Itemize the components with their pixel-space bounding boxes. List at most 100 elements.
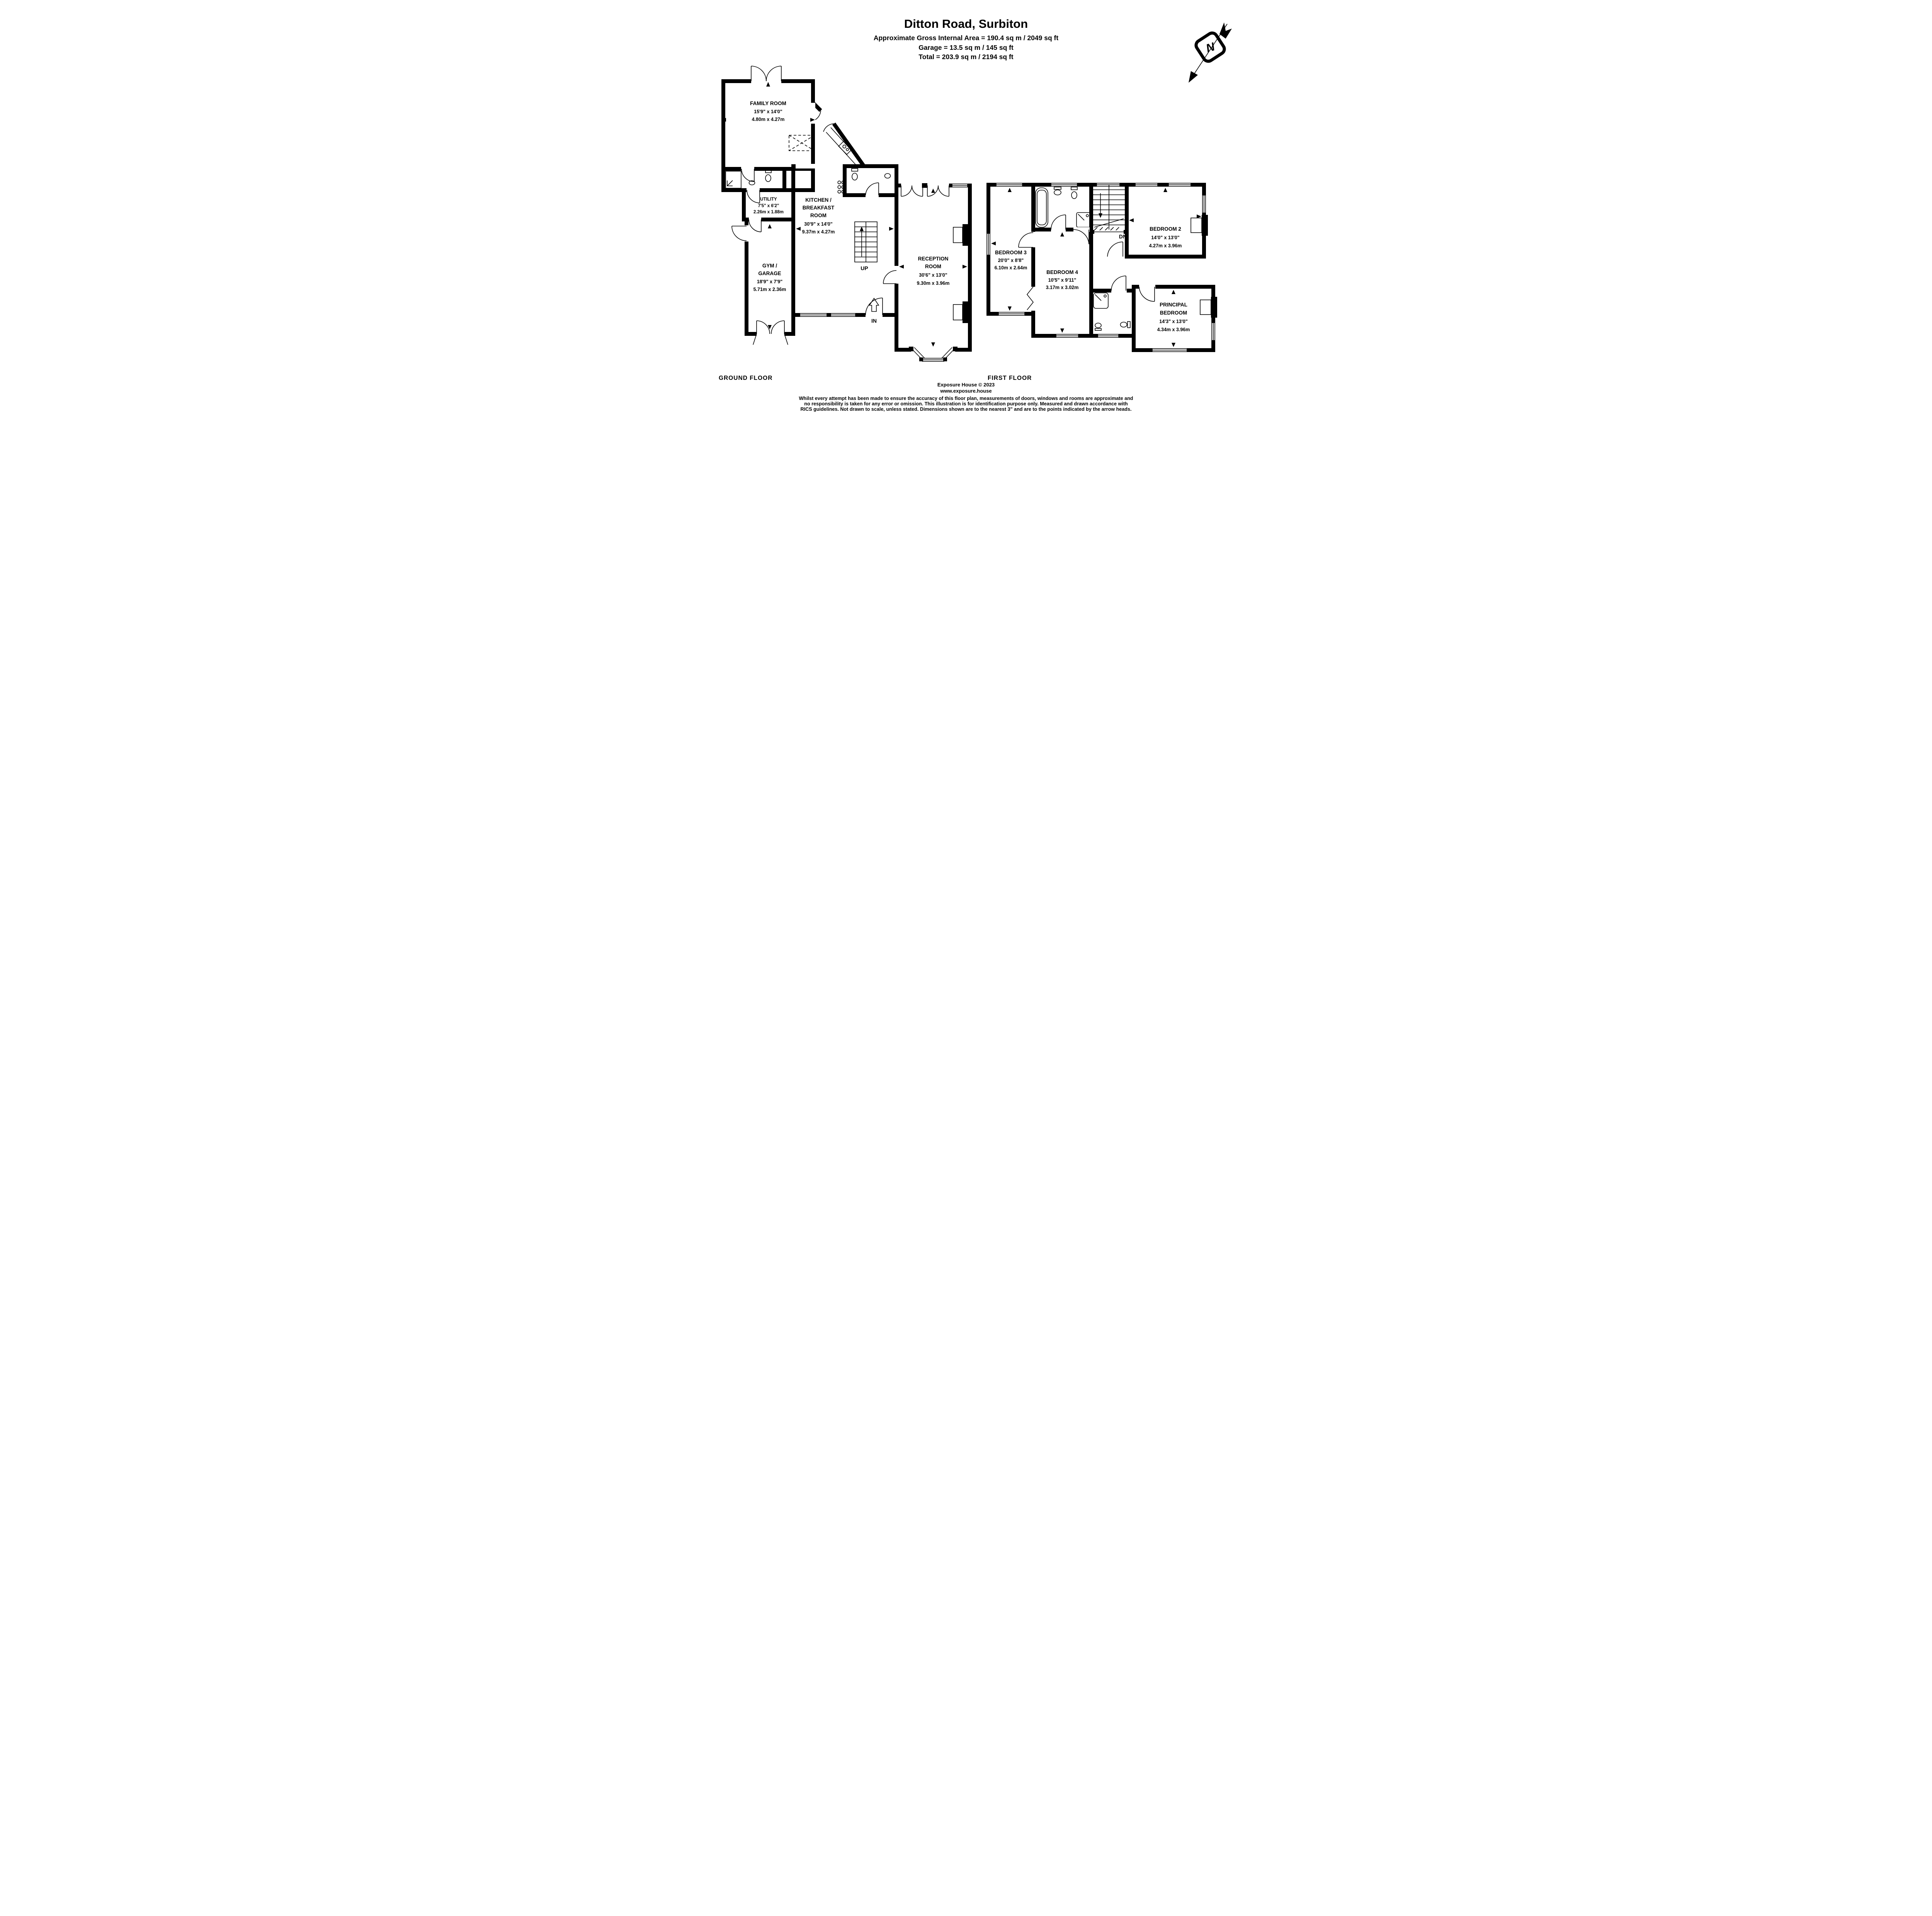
- fireplace-recess: [953, 304, 963, 320]
- principal-door-opening: [1139, 284, 1155, 289]
- bedroom4-door-arc: [1073, 229, 1089, 245]
- french-door-right: [766, 66, 782, 82]
- shower-tray-icon: [1093, 293, 1109, 309]
- staircase-up: [854, 221, 878, 262]
- reception-french-doors-left: [901, 185, 923, 197]
- shower-tray-icon: [1076, 212, 1091, 228]
- dimension-arrow: [1197, 214, 1201, 218]
- disclaimer-line: RICS guidelines. Not drawn to scale, unl…: [801, 407, 1132, 412]
- svg-text:ROOM: ROOM: [925, 264, 941, 269]
- toilet-icon: [1120, 321, 1131, 328]
- svg-text:14'0" x 13'0": 14'0" x 13'0": [1151, 235, 1179, 240]
- window-icon: [1096, 183, 1120, 187]
- utility-label: UTILITY 7'5" x 6'2" 2.26m x 1.88m: [753, 197, 784, 214]
- svg-text:BEDROOM 2: BEDROOM 2: [1150, 226, 1181, 232]
- svg-text:10'5" x 9'11": 10'5" x 9'11": [1048, 277, 1077, 283]
- basin-icon: [1095, 323, 1102, 331]
- basin-icon: [884, 173, 891, 179]
- svg-text:RECEPTION: RECEPTION: [918, 256, 949, 262]
- total-area-line: Total = 203.9 sq m / 2194 sq ft: [918, 53, 1013, 61]
- disclaimer-line: Whilst every attempt has been made to en…: [799, 396, 1133, 401]
- bedroom4-label: BEDROOM 4 10'5" x 9'11" 3.17m x 3.02m: [1046, 269, 1079, 290]
- gym-top-door-arc: [748, 219, 762, 232]
- dimension-arrow: [721, 118, 726, 122]
- shower-room-door-arc: [741, 168, 755, 182]
- svg-text:GARAGE: GARAGE: [758, 271, 781, 276]
- dimension-arrow: [931, 189, 935, 193]
- bedroom2-door-opening: [1107, 254, 1124, 259]
- svg-text:20'0" x 8'8": 20'0" x 8'8": [998, 258, 1024, 263]
- dimension-arrow: [796, 227, 801, 231]
- svg-text:BREAKFAST: BREAKFAST: [803, 205, 835, 211]
- window-icon: [1056, 334, 1079, 338]
- french-door-left: [751, 66, 767, 82]
- cloakroom-door-opening: [866, 193, 879, 197]
- utility-door-opening: [747, 188, 760, 192]
- basin-icon: [1054, 187, 1061, 196]
- svg-text:9.37m x 4.27m: 9.37m x 4.27m: [802, 229, 835, 235]
- svg-text:UTILITY: UTILITY: [760, 197, 777, 202]
- dimension-arrow: [1060, 232, 1064, 237]
- gym-door-leaves: [753, 334, 788, 345]
- dimension-arrow: [899, 265, 904, 269]
- dimension-arrow: [1008, 188, 1012, 192]
- gym-garage-walls: [745, 218, 795, 336]
- svg-text:5.71m x 2.36m: 5.71m x 2.36m: [753, 287, 786, 292]
- principal-bedroom-label: PRINCIPAL BEDROOM 14'3" x 13'0" 4.34m x …: [1157, 302, 1190, 332]
- window-icon: [1097, 334, 1119, 338]
- disclaimer-line: no responsibility is taken for any error…: [804, 401, 1128, 407]
- dimension-arrow: [768, 224, 772, 228]
- svg-text:KITCHEN /: KITCHEN /: [805, 197, 832, 203]
- svg-text:7'5" x 6'2": 7'5" x 6'2": [758, 204, 779, 208]
- toilet-icon: [765, 170, 772, 182]
- chimney-breast: [963, 301, 970, 323]
- chimney-breast: [1211, 297, 1217, 318]
- compass-arrowhead: [1189, 71, 1198, 83]
- kitchen-open-plan-patch: [796, 164, 843, 168]
- first-floor-title: FIRST FLOOR: [988, 375, 1032, 381]
- family-room-walls: [721, 79, 815, 192]
- svg-text:2.26m x 1.88m: 2.26m x 1.88m: [753, 210, 784, 214]
- window-icon: [1051, 183, 1078, 187]
- svg-text:BEDROOM: BEDROOM: [1160, 310, 1187, 316]
- ground-floor-title: GROUND FLOOR: [719, 375, 772, 381]
- svg-text:9.30m x 3.96m: 9.30m x 3.96m: [917, 281, 950, 286]
- svg-text:30'9" x 14'0": 30'9" x 14'0": [804, 221, 832, 227]
- entrance-door-opening: [866, 313, 883, 317]
- svg-text:4.80m x 4.27m: 4.80m x 4.27m: [752, 117, 785, 122]
- window-icon: [830, 313, 856, 317]
- header: Ditton Road, Surbiton Approximate Gross …: [874, 17, 1059, 61]
- gym-side-door-arc: [731, 226, 747, 241]
- angled-opening-patch: [811, 103, 815, 124]
- svg-text:BEDROOM 3: BEDROOM 3: [995, 250, 1027, 255]
- bedroom3-door-opening: [1031, 232, 1036, 247]
- stair-direction-arrow: [860, 226, 864, 231]
- svg-text:14'3" x 13'0": 14'3" x 13'0": [1159, 319, 1187, 324]
- website-text: www.exposure.house: [940, 388, 992, 394]
- dimension-arrow: [1008, 306, 1012, 311]
- dimension-arrow: [931, 342, 935, 347]
- garden-door-arc-right: [823, 123, 834, 132]
- svg-text:PRINCIPAL: PRINCIPAL: [1160, 302, 1187, 308]
- reception-door-opening: [894, 266, 899, 284]
- company-credit: Exposure House © 2023: [937, 382, 995, 388]
- footer: Exposure House © 2023 www.exposure.house…: [799, 382, 1133, 412]
- window-icon: [1152, 348, 1187, 352]
- bedroom3-label: BEDROOM 3 20'0" x 8'8" 6.10m x 2.64m: [995, 250, 1027, 271]
- cloakroom-door-arc: [865, 182, 879, 196]
- window-icon: [986, 233, 990, 255]
- dimension-arrow: [963, 265, 967, 269]
- entrance-in-label: IN: [871, 318, 877, 324]
- gym-top-door-opening: [749, 217, 761, 222]
- svg-text:BEDROOM 4: BEDROOM 4: [1046, 269, 1078, 275]
- gym-double-door-opening: [757, 332, 784, 336]
- principal-bedroom-walls: [1132, 285, 1215, 352]
- dimension-arrow: [1129, 218, 1134, 222]
- entrance-door-arc: [865, 298, 883, 315]
- bathtub-icon: [1035, 187, 1048, 228]
- north-compass-icon: N: [1189, 22, 1232, 83]
- bathroom-door-opening: [1051, 227, 1066, 232]
- dimension-arrow: [1163, 188, 1167, 192]
- gym-double-door-arc-right: [771, 320, 785, 334]
- dimension-arrow: [1172, 290, 1175, 294]
